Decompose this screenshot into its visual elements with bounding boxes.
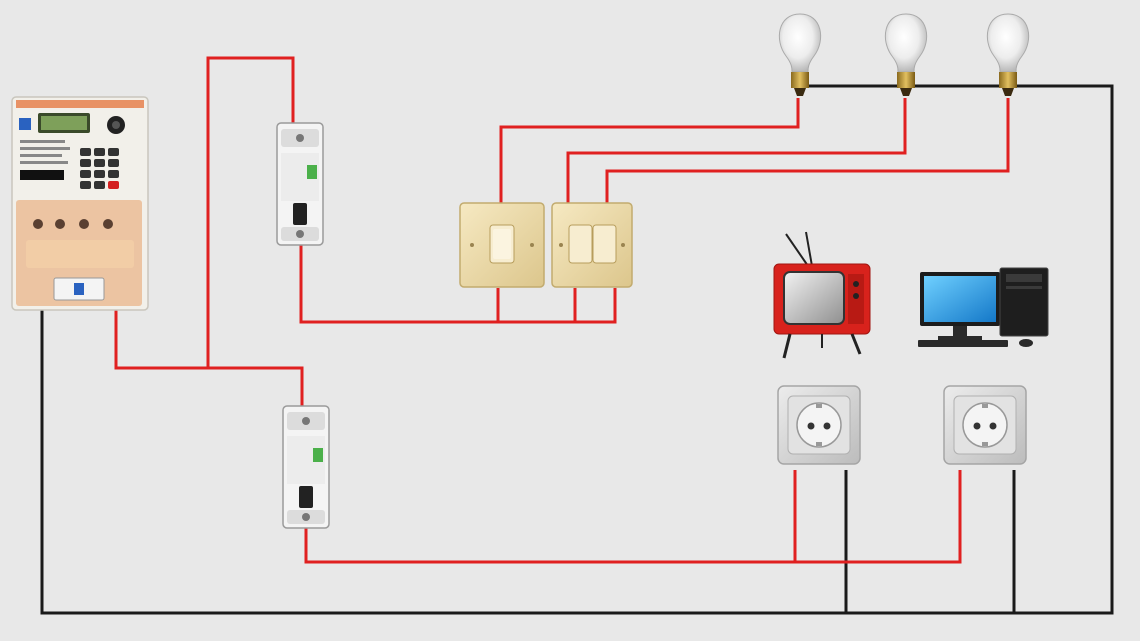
live-wire-to-socket-breaker [208, 366, 304, 408]
live-wire-meter-to-breakers [114, 56, 295, 370]
live-wire-sockets [304, 470, 962, 564]
live-wire-lighting-bus [299, 245, 617, 324]
live-wire-bulb-3 [605, 98, 1010, 203]
live-wires [114, 56, 1010, 564]
light-bulb-icon [884, 13, 928, 96]
wall-socket-icon [943, 385, 1027, 465]
light-bulb-icon [778, 13, 822, 96]
circuit-breaker-icon [276, 122, 324, 246]
circuit-breaker-icon [282, 405, 330, 529]
single-light-switch-icon [459, 202, 545, 288]
meter-label [20, 140, 70, 180]
electricity-meter-icon [11, 96, 149, 311]
neutral-wires [40, 84, 1114, 615]
live-wire-bulb-1 [499, 98, 800, 203]
tv-icon [773, 231, 871, 359]
light-bulb-icon [986, 13, 1030, 96]
wall-socket-icon [777, 385, 861, 465]
double-light-switch-icon [551, 202, 633, 288]
live-wire-bulb-2 [566, 98, 907, 203]
desktop-computer-icon [918, 267, 1049, 347]
neutral-wire-main [40, 84, 1114, 615]
meter-keypad [80, 148, 119, 189]
